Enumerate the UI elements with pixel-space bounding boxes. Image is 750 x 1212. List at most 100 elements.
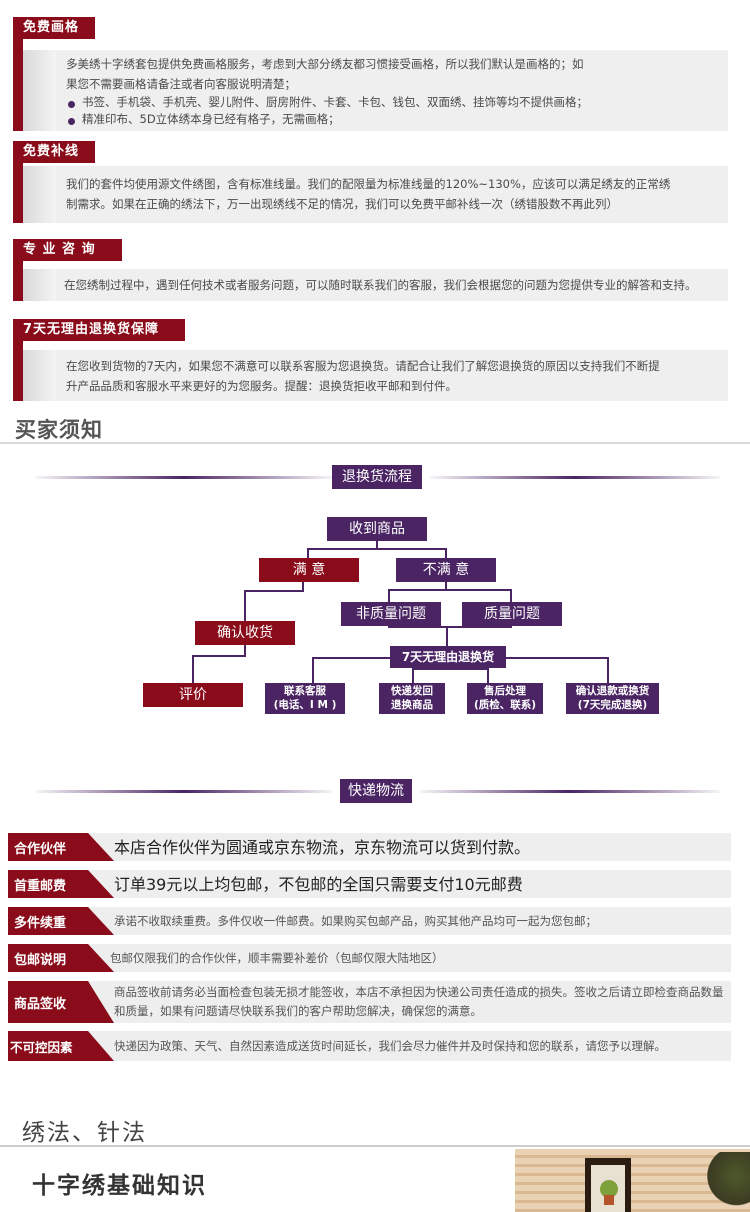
flow-connector xyxy=(388,626,512,628)
knowledge-title: 十字绣基础知识 xyxy=(32,1173,207,1199)
express-row-uncontrollable: 不可控因素 快递因为政策、天气、自然因素造成送货时间延长，我们会尽力催件并及时保… xyxy=(8,1031,731,1061)
flow-connector xyxy=(510,589,512,602)
express-row-first-weight: 首重邮费 订单39元以上均包邮，不包邮的全国只需要支付10元邮费 xyxy=(8,870,731,898)
flow-received: 收到商品 xyxy=(327,517,427,541)
service-line: 果您不需要画格请备注或者向客服说明清楚； xyxy=(66,77,296,91)
flow-connector xyxy=(446,626,448,646)
embroidery-section-title: 绣法、针法 xyxy=(22,1120,147,1146)
express-text: 订单39元以上均包邮，不包邮的全国只需要支付10元邮费 xyxy=(114,874,523,894)
service-free-thread: 免费补线 我们的套件均使用源文件绣图，含有标准线量。我们的配限量为标准线量的12… xyxy=(13,141,728,223)
flow-connector xyxy=(412,668,489,670)
section-divider xyxy=(0,442,750,444)
pot-image xyxy=(604,1195,614,1205)
flow-connector xyxy=(487,668,489,683)
flow-connector xyxy=(376,541,378,549)
flow-connector xyxy=(192,655,244,657)
flow-connector xyxy=(388,589,390,602)
express-row-multi: 多件续重 承诺不收取续重费。多件仅收一件邮费。如果购买包邮产品，购买其他产品均可… xyxy=(8,907,731,935)
service-shadow xyxy=(23,269,57,301)
service-tab: 专 业 咨 询 xyxy=(13,239,122,261)
flow-step-line: 退换商品 xyxy=(391,699,433,711)
flow-title-line-right xyxy=(430,476,720,479)
service-text-box: 在您收到货物的7天内，如果您不满意可以联系客服为您退换货。请配合让我们了解您退换… xyxy=(56,350,728,401)
express-text: 包邮仅限我们的合作伙伴，顺丰需要补差价（包邮仅限大陆地区） xyxy=(110,950,444,965)
flow-step-ship-back: 快递发回 退换商品 xyxy=(379,683,445,714)
service-consult: 专 业 咨 询 在您绣制过程中，遇到任何技术或者服务问题，可以随时联系我们的客服… xyxy=(13,239,728,301)
express-label: 合作伙伴 xyxy=(8,833,88,861)
service-bar xyxy=(13,239,23,301)
section-title: 买家须知 xyxy=(15,418,103,442)
flow-connector xyxy=(192,655,194,683)
flow-connector xyxy=(412,668,414,683)
service-free-grid: 免费画格 多美绣十字绣套包提供免费画格服务，考虑到大部分绣友都习惯接受画格，所以… xyxy=(13,17,728,131)
service-bullet: 书签、手机袋、手机壳、婴儿附件、厨房附件、卡套、卡包、钱包、双面绣、挂饰等均不提… xyxy=(66,94,716,111)
flow-step-line: 快递发回 xyxy=(391,685,433,697)
flow-non-quality: 非质量问题 xyxy=(341,602,441,626)
flow-title: 退换货流程 xyxy=(332,465,422,489)
express-label: 首重邮费 xyxy=(8,870,88,898)
express-text: 快递因为政策、天气、自然因素造成送货时间延长，我们会尽力催件并及时保持和您的联系… xyxy=(114,1038,666,1053)
flow-connector xyxy=(312,657,314,683)
flow-step-refund: 确认退款或换货 (7天完成退换) xyxy=(566,683,659,714)
express-label: 不可控因素 xyxy=(8,1031,88,1061)
flow-seven-day: 7天无理由退换货 xyxy=(390,646,506,668)
leaf-image xyxy=(705,1152,750,1212)
express-arrow xyxy=(88,870,114,898)
flow-connector xyxy=(302,582,304,592)
express-text: 本店合作伙伴为圆通或京东物流，京东物流可以货到付款。 xyxy=(114,837,531,857)
flow-connector xyxy=(244,590,246,623)
flow-review: 评价 xyxy=(143,683,243,707)
service-text-box: 多美绣十字绣套包提供免费画格服务，考虑到大部分绣友都习惯接受画格，所以我们默认是… xyxy=(56,50,728,131)
service-shadow xyxy=(23,166,57,223)
service-line: 多美绣十字绣套包提供免费画格服务，考虑到大部分绣友都习惯接受画格，所以我们默认是… xyxy=(66,57,584,71)
express-row-sign: 商品签收 商品签收前请务必当面检查包装无损才能签收，本店不承担因为快递公司责任造… xyxy=(8,981,731,1023)
plant-image xyxy=(600,1180,618,1198)
service-tab: 免费补线 xyxy=(13,141,95,163)
flow-connector xyxy=(506,657,609,659)
service-text-box: 我们的套件均使用源文件绣图，含有标准线量。我们的配限量为标准线量的120%~13… xyxy=(56,166,728,223)
flow-step-line: (质检、联系) xyxy=(473,699,537,711)
service-tab: 免费画格 xyxy=(13,17,95,39)
service-line: 升产品品质和客服水平来更好的为您服务。提醒：退换货拒收平邮和到付件。 xyxy=(66,379,457,393)
flow-connector xyxy=(607,657,609,683)
service-shadow xyxy=(23,350,57,401)
flow-connector xyxy=(244,645,246,657)
flow-connector xyxy=(388,589,512,591)
express-row-partner: 合作伙伴 本店合作伙伴为圆通或京东物流，京东物流可以货到付款。 xyxy=(8,833,731,861)
express-title: 快递物流 xyxy=(340,779,412,803)
service-shadow xyxy=(23,50,57,131)
express-arrow xyxy=(88,833,114,861)
flow-connector xyxy=(244,590,304,592)
express-title-line-left xyxy=(36,790,332,793)
express-label: 商品签收 xyxy=(8,981,88,1023)
flow-step-line: (7天完成退换) xyxy=(577,699,648,711)
bottom-divider xyxy=(0,1145,750,1147)
flow-title-line-left xyxy=(36,476,332,479)
flow-step-line: 联系客服 xyxy=(284,685,326,697)
service-line: 我们的套件均使用源文件绣图，含有标准线量。我们的配限量为标准线量的120%~13… xyxy=(66,177,671,191)
service-line: 在您收到货物的7天内，如果您不满意可以联系客服为您退换货。请配合让我们了解您退换… xyxy=(66,359,660,373)
flow-connector xyxy=(445,548,447,559)
express-arrow xyxy=(88,1031,114,1061)
flow-quality: 质量问题 xyxy=(462,602,562,626)
service-bar xyxy=(13,141,23,223)
express-label: 包邮说明 xyxy=(8,944,88,972)
express-row-free-shipping: 包邮说明 包邮仅限我们的合作伙伴，顺丰需要补差价（包邮仅限大陆地区） xyxy=(8,944,731,972)
service-line: 在您绣制过程中，遇到任何技术或者服务问题，可以随时联系我们的客服，我们会根据您的… xyxy=(64,278,697,292)
service-tab: 7天无理由退换货保障 xyxy=(13,319,185,341)
flow-unsatisfied: 不满 意 xyxy=(396,558,496,582)
flow-connector xyxy=(312,657,392,659)
flow-step-line: (电话、I M ) xyxy=(273,699,337,711)
flow-connector xyxy=(445,582,447,590)
flow-connector xyxy=(307,548,447,550)
flow-connector xyxy=(307,548,309,559)
express-arrow xyxy=(88,981,114,1023)
service-seven-day-return: 7天无理由退换货保障 在您收到货物的7天内，如果您不满意可以联系客服为您退换货。… xyxy=(13,319,728,401)
flow-step-line: 售后处理 xyxy=(484,685,526,697)
service-bar xyxy=(13,319,23,401)
flow-step-line: 确认退款或换货 xyxy=(575,685,650,697)
express-arrow xyxy=(88,907,114,935)
flow-step-contact: 联系客服 (电话、I M ) xyxy=(265,683,345,714)
service-text-box: 在您绣制过程中，遇到任何技术或者服务问题，可以随时联系我们的客服，我们会根据您的… xyxy=(56,269,728,301)
service-line: 制需求。如果在正确的绣法下，万一出现绣线不足的情况，我们可以免费平邮补线一次（绣… xyxy=(66,197,618,211)
